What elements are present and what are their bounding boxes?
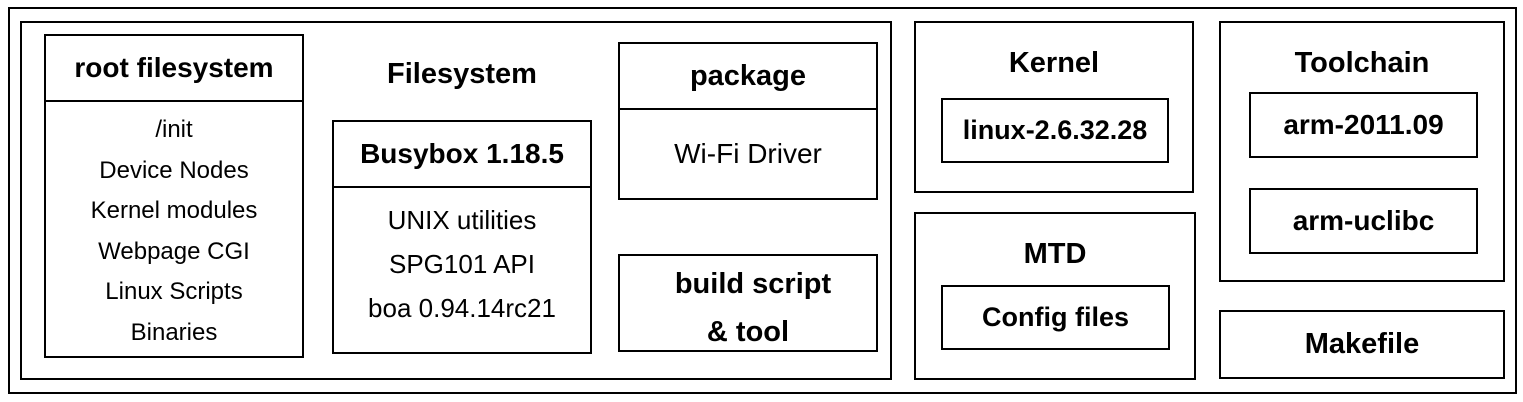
- toolchain-item-box: arm-uclibc: [1249, 188, 1478, 254]
- build-script-line2: & tool: [706, 316, 790, 348]
- list-item: boa 0.94.14rc21: [368, 293, 556, 323]
- list-item: Webpage CGI: [98, 237, 250, 265]
- build-script-box: build script & tool: [618, 254, 878, 352]
- list-item: Binaries: [130, 318, 218, 346]
- list-item: Device Nodes: [99, 156, 249, 184]
- build-script-line1: build script: [674, 268, 832, 300]
- toolchain-title: Toolchain: [1294, 47, 1430, 79]
- busybox-title: Busybox 1.18.5: [334, 122, 590, 188]
- mtd-config-box: Config files: [941, 285, 1170, 350]
- list-item: Kernel modules: [90, 197, 258, 224]
- kernel-version-box: linux-2.6.32.28: [941, 98, 1169, 163]
- busybox-list: UNIX utilities SPG101 API boa 0.94.14rc2…: [334, 198, 590, 330]
- list-item: Linux Scripts: [105, 278, 243, 305]
- list-item: UNIX utilities: [387, 205, 537, 235]
- root-filesystem-box: root filesystem /init Device Nodes Kerne…: [44, 34, 304, 358]
- list-item: SPG101 API: [389, 249, 535, 279]
- mtd-title: MTD: [1023, 238, 1087, 270]
- toolchain-item-box: arm-2011.09: [1249, 92, 1478, 158]
- makefile-box: Makefile: [1219, 310, 1505, 379]
- package-item: Wi-Fi Driver: [674, 138, 822, 169]
- kernel-title: Kernel: [1008, 47, 1100, 79]
- list-item: /init: [155, 116, 193, 143]
- root-filesystem-list: /init Device Nodes Kernel modules Webpag…: [46, 110, 302, 353]
- root-filesystem-title: root filesystem: [46, 36, 302, 102]
- package-title: package: [620, 44, 876, 110]
- filesystem-title: Filesystem: [387, 58, 537, 90]
- busybox-box: Busybox 1.18.5 UNIX utilities SPG101 API…: [332, 120, 592, 354]
- package-box: package Wi-Fi Driver: [618, 42, 878, 200]
